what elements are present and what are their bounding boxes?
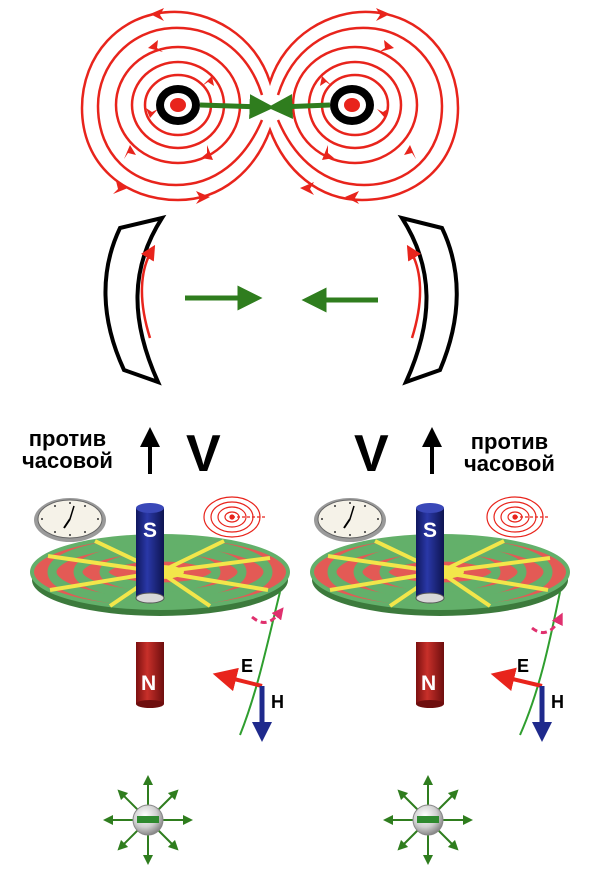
left-e-label: E: [241, 656, 254, 676]
curved-conductors-diagram: [103, 214, 459, 386]
right-direction-line1: против: [470, 429, 549, 454]
clock-icon: [34, 498, 106, 542]
magnet-s-pole: [416, 508, 444, 598]
outer-field-line-2: [96, 26, 264, 187]
right-curved-conductor: [397, 214, 459, 386]
right-direction-label: против часовой: [464, 431, 555, 475]
left-h-label: H: [271, 692, 284, 712]
right-velocity-label: V: [354, 425, 389, 483]
left-charge-icon: [103, 775, 193, 865]
right-disk-assembly: [310, 427, 570, 742]
magnet-s-pole: [136, 508, 164, 598]
e-vector: [490, 667, 543, 692]
left-direction-label: против часовой: [22, 428, 113, 472]
right-force-arrow: [267, 94, 331, 119]
outer-field-line-3: [276, 26, 444, 187]
outer-field-line: [80, 10, 460, 202]
left-velocity-label: V: [186, 425, 221, 483]
magnet-n-pole: [416, 642, 444, 704]
right-direction-line2: часовой: [464, 451, 555, 476]
left-pole-n-label: N: [141, 672, 157, 695]
clock-icon: [314, 498, 386, 542]
right-pole-s-label: S: [423, 519, 438, 542]
two-wire-field-diagram: [80, 8, 460, 204]
e-vector: [212, 667, 263, 692]
right-h-label: H: [551, 692, 564, 712]
spiral-field-icon: [203, 496, 266, 538]
left-curved-conductor: [103, 214, 167, 386]
left-direction-line2: часовой: [22, 448, 113, 473]
spiral-field-icon: [486, 496, 549, 538]
magnet-n-pole: [136, 642, 164, 704]
field-direction-arrows: [113, 8, 416, 204]
right-pole-n-label: N: [421, 672, 437, 695]
right-e-label: E: [517, 656, 530, 676]
right-charge-icon: [383, 775, 473, 865]
left-force-arrow: [199, 94, 275, 120]
left-pole-s-label: S: [143, 519, 158, 542]
left-disk-assembly: [30, 427, 290, 742]
left-direction-line1: против: [28, 426, 107, 451]
